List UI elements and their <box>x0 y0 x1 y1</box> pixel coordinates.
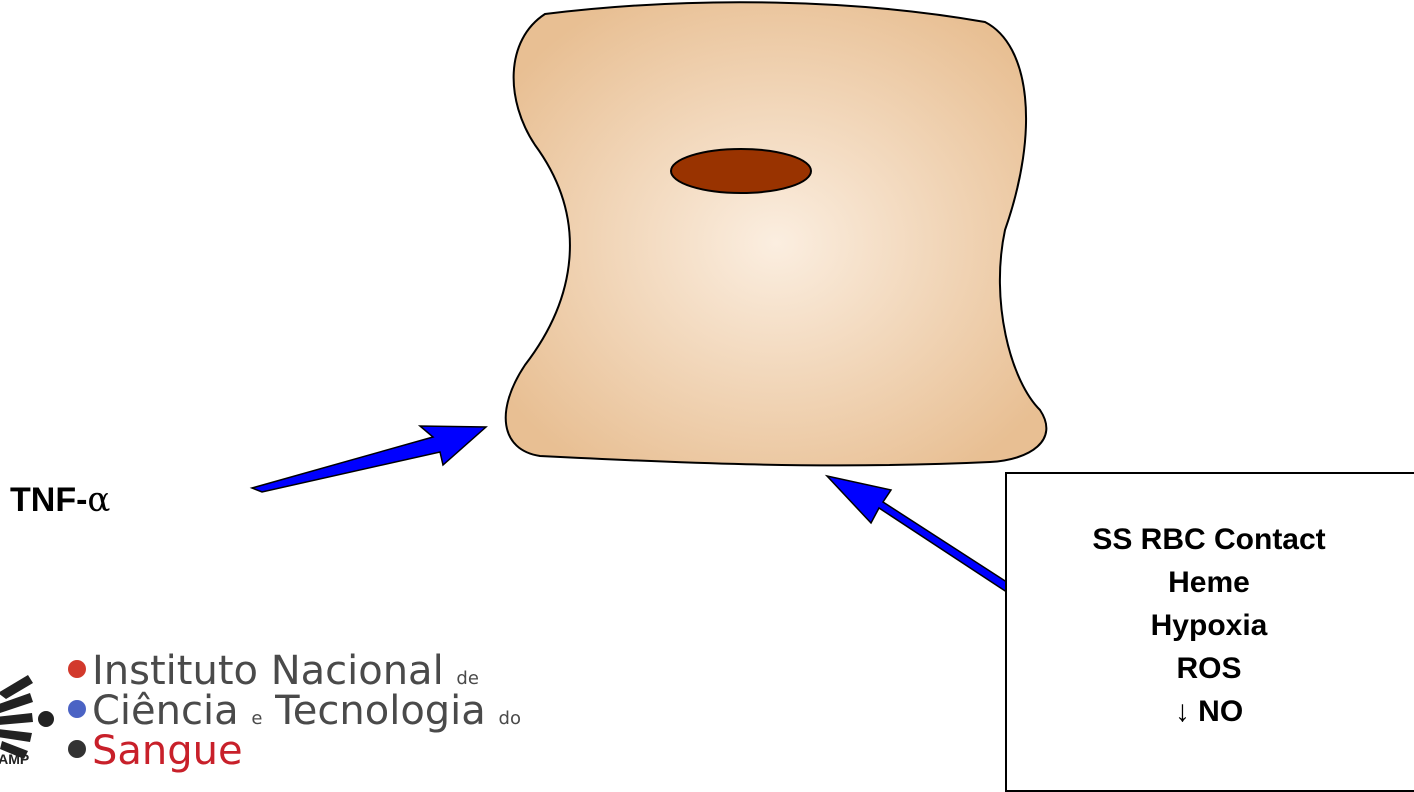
tnf-alpha-label: TNF-α <box>10 480 110 520</box>
logo-line3-text: Sangue <box>92 728 243 774</box>
stimuli-list: SS RBC Contact Heme Hypoxia ROS ↓ NO <box>1005 518 1413 733</box>
endothelial-cell <box>506 2 1047 465</box>
stimulus-item: Heme <box>1005 561 1413 604</box>
red-dot-icon <box>68 660 86 678</box>
tnf-arrow <box>252 426 486 492</box>
logo-line-3: Sangue <box>68 728 243 774</box>
institute-logo: CAMP Instituto Nacional de Ciência e Tec… <box>0 645 708 774</box>
logo-line2-small: e <box>251 708 262 729</box>
university-abbrev: CAMP <box>0 751 29 767</box>
logo-line2-small2: do <box>499 708 521 729</box>
stimulus-item: SS RBC Contact <box>1005 518 1413 561</box>
tnf-label-prefix: TNF- <box>10 481 87 519</box>
logo-line1-small: de <box>456 668 479 689</box>
blue-dot-icon <box>68 700 86 718</box>
logo-line2-text-b: Tecnologia <box>275 688 486 734</box>
cell-nucleus <box>671 149 811 193</box>
stimulus-item: ROS <box>1005 647 1413 690</box>
stimulus-item: Hypoxia <box>1005 604 1413 647</box>
tnf-label-greek: α <box>87 480 110 520</box>
stimulus-item: ↓ NO <box>1005 690 1413 733</box>
dna-dot-icon <box>68 740 86 758</box>
stimuli-arrow <box>827 476 1030 604</box>
